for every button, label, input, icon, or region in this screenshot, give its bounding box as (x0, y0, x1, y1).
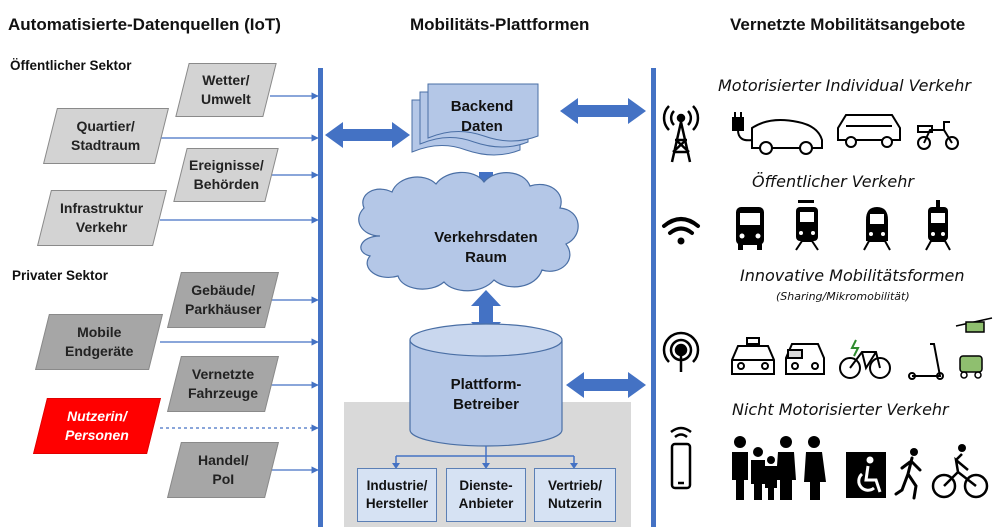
header-offers: Vernetzte Mobilitätsangebote (730, 15, 966, 34)
bus-icon (736, 207, 764, 250)
backend-line1: Backend (450, 98, 514, 115)
backend-docs-shape (411, 83, 539, 156)
offer-title-innovative: Innovative Mobilitätsformen (740, 266, 965, 285)
ev-charging-car-icon (732, 112, 823, 155)
header-iot-sources: Automatisierte-Datenquellen (IoT) (8, 15, 281, 34)
role-dienste-anbieter: Dienste- Anbieter (446, 468, 526, 522)
arrow-operator-offers (566, 372, 646, 398)
role-vertrieb-line1: Vertrieb/ (547, 478, 603, 493)
arrow-backend-offers (560, 98, 646, 124)
operator-line1: Plattform- (450, 376, 522, 393)
wheelchair-icon (846, 452, 886, 498)
operator-line2: Betreiber (453, 396, 519, 413)
scooter-icon (917, 121, 959, 150)
pedestrians-icon (732, 436, 826, 500)
header-platforms: Mobilitäts-Plattformen (410, 15, 590, 34)
offer-title-oev: Öffentlicher Verkehr (752, 172, 914, 191)
tram-icon (795, 200, 819, 251)
wifi-icon (662, 217, 700, 245)
broadcast-icon (662, 331, 700, 372)
role-industrie-hersteller: Industrie/Hersteller (357, 468, 437, 522)
train-icon (863, 207, 891, 251)
offer-subtitle-innovative: (Sharing/Mikromobilität) (776, 290, 910, 303)
cyclist-icon (931, 444, 989, 499)
kick-scooter-icon (908, 343, 944, 380)
backend-data-label: Backend Daten (428, 97, 536, 137)
drone-icon (955, 317, 993, 379)
right-data-bus (651, 68, 656, 527)
role-industrie-line2: Hersteller (365, 496, 429, 511)
smartphone-wifi-icon (670, 426, 692, 490)
operator-cylinder-shape (409, 323, 563, 447)
private-sector-label: Privater Sektor (12, 268, 109, 283)
operator-label: Plattform- Betreiber (414, 375, 558, 415)
role-dienste-line1: Dienste- (459, 478, 513, 493)
data-space-label: Verkehrsdaten Raum (400, 228, 572, 268)
e-bike-icon (839, 339, 891, 379)
cloud-line2: Raum (465, 249, 507, 266)
car-sharing-icon (785, 343, 825, 375)
car-icon (837, 114, 901, 148)
offer-title-miv: Motorisierter Individual Verkehr (718, 76, 971, 95)
taxi-icon (731, 337, 775, 375)
backend-line2: Daten (461, 118, 503, 135)
runner-icon (894, 448, 922, 500)
role-vertrieb-line2: Nutzerin (548, 496, 602, 511)
public-sector-label: Öffentlicher Sektor (10, 58, 132, 73)
role-dienste-line2: Anbieter (458, 496, 514, 511)
radio-tower-icon (662, 105, 700, 163)
left-data-bus (318, 68, 323, 527)
arrow-bus-backend (325, 122, 410, 148)
cloud-line1: Verkehrsdaten (434, 229, 538, 246)
offer-title-nmv: Nicht Motorisierter Verkehr (732, 400, 949, 419)
metro-icon (925, 200, 951, 251)
role-industrie-line1: Industrie/ (366, 478, 428, 493)
role-vertrieb-nutzerin: Vertrieb/Nutzerin (534, 468, 616, 522)
data-space-cloud (358, 171, 579, 292)
